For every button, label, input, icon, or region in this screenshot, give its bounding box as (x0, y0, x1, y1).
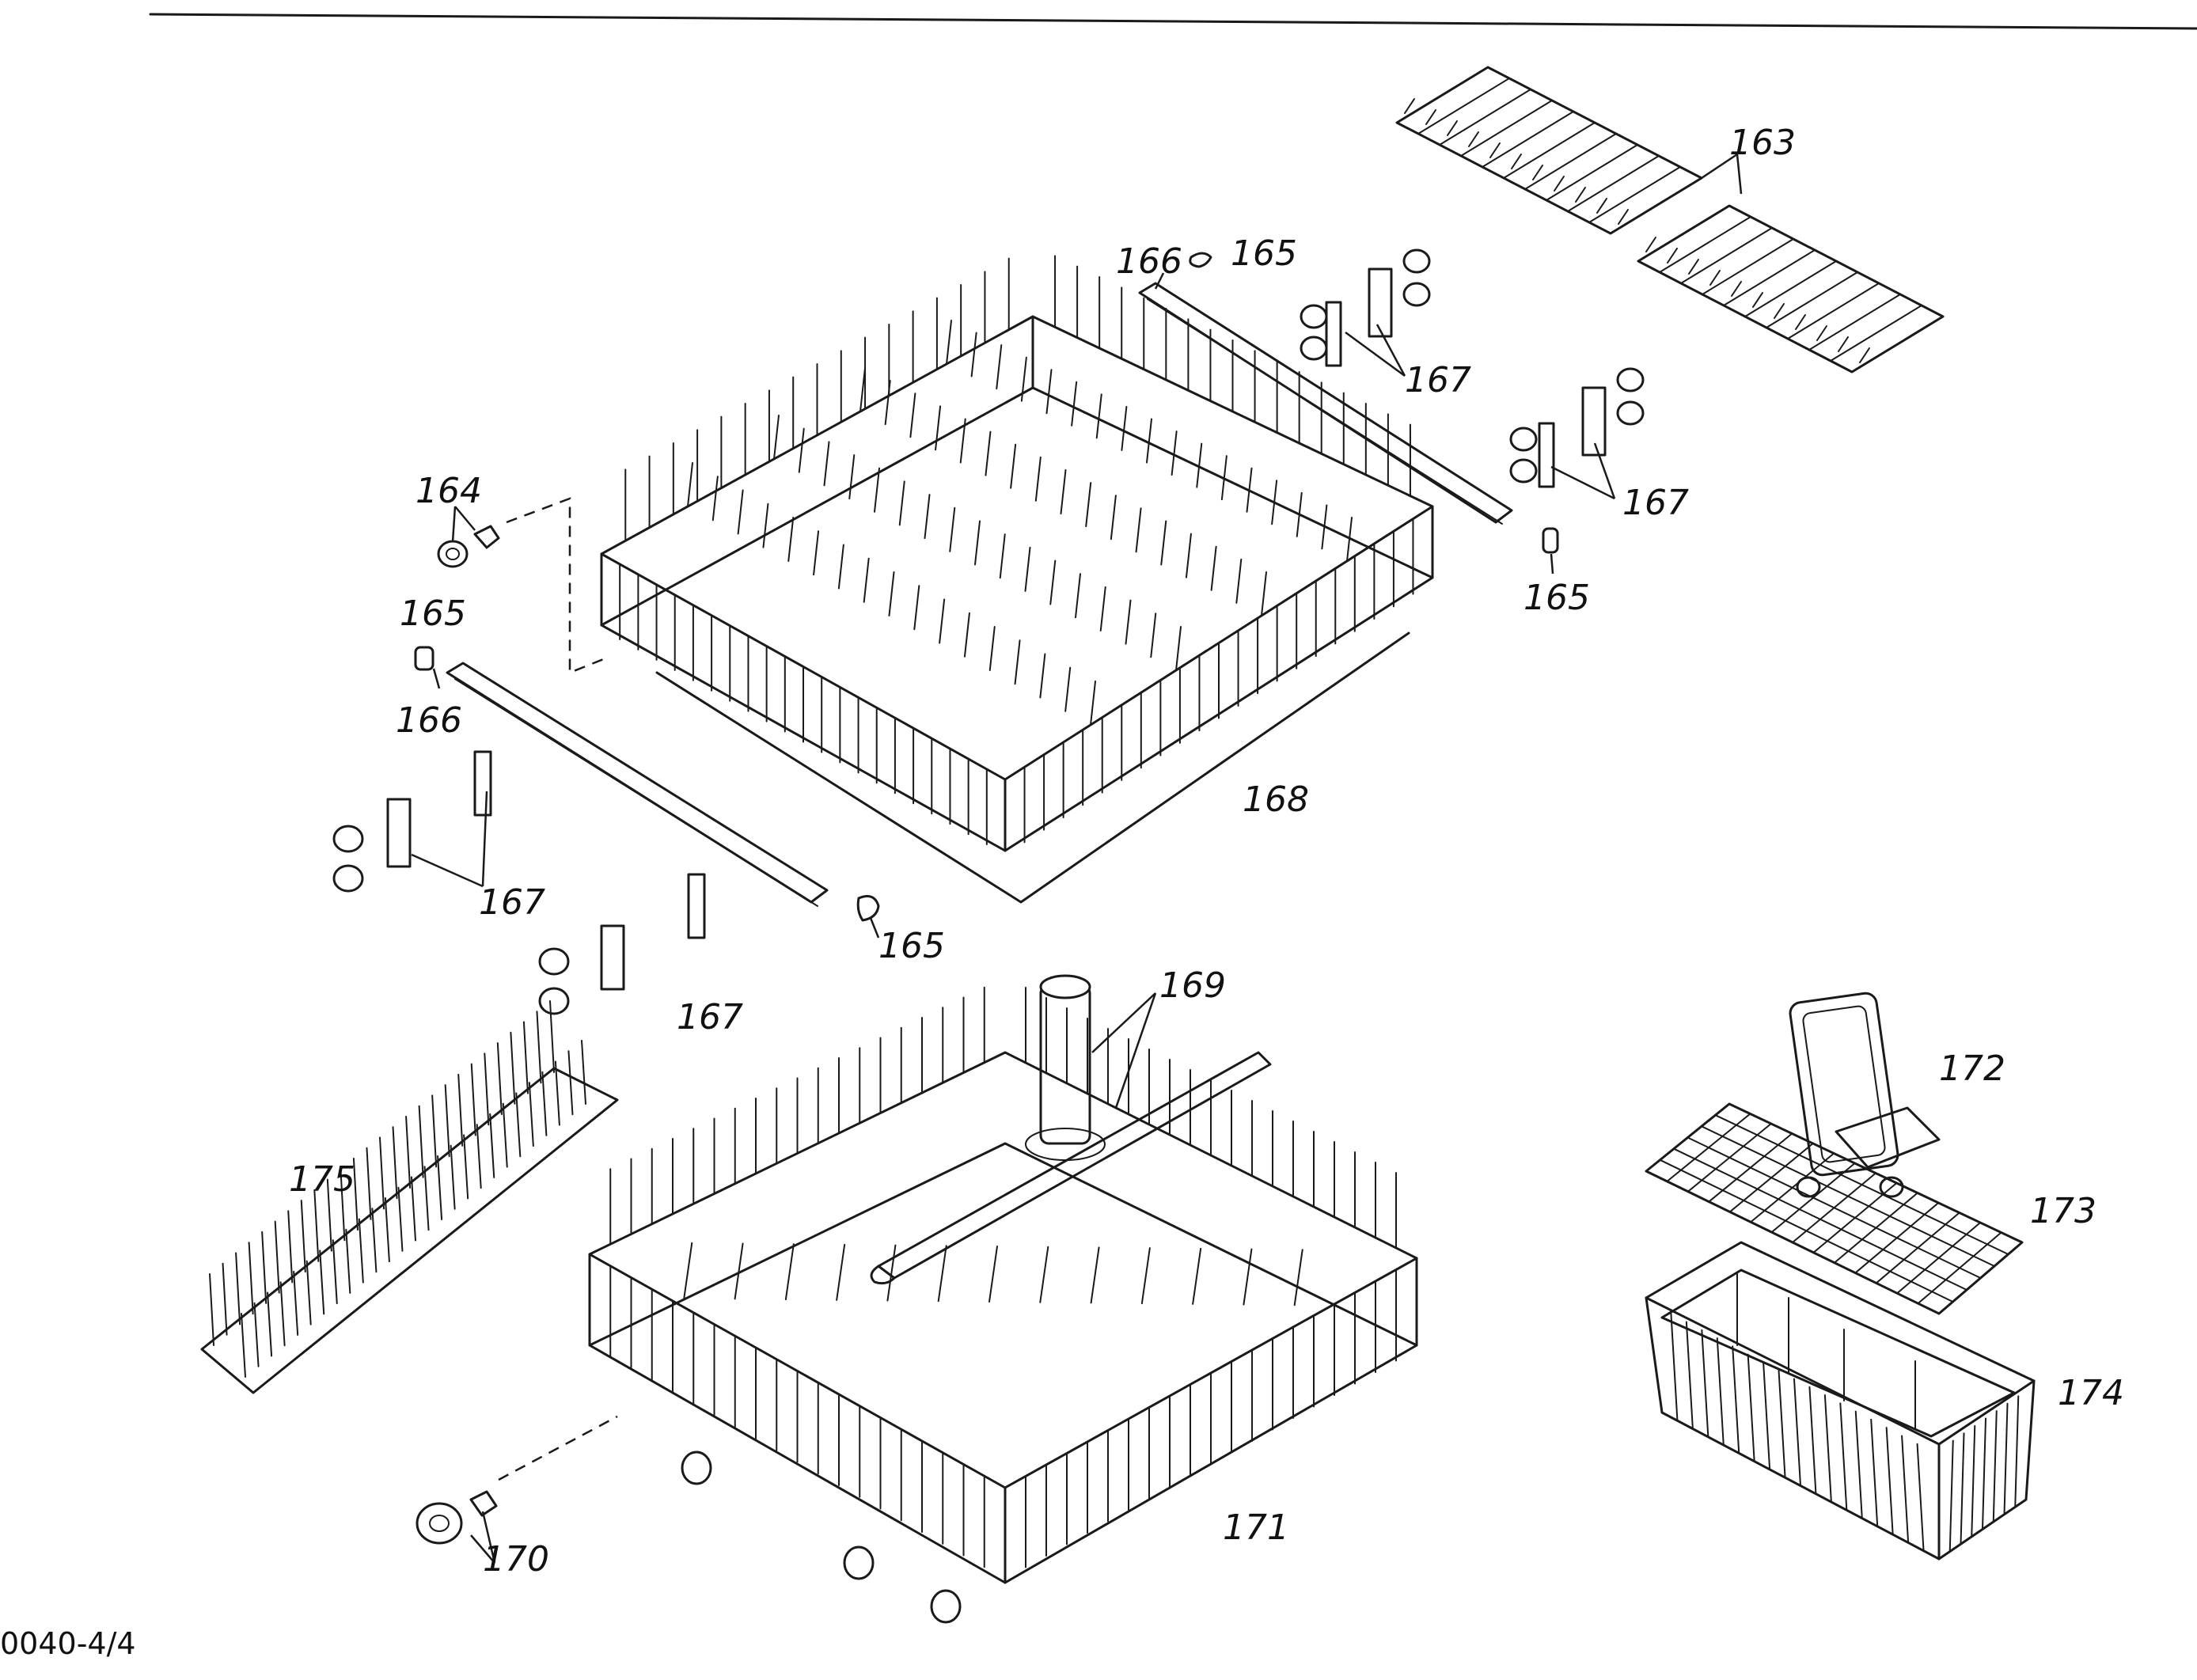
clip-165-a (1189, 252, 1212, 268)
label-167-top-b: 167 (1622, 483, 1689, 523)
lower-basket-171 (588, 986, 1418, 1624)
clip-165-c (414, 646, 434, 671)
label-175: 175 (289, 1159, 355, 1200)
spray-arm-169 (870, 974, 1272, 1285)
tine-insert-175 (200, 1000, 619, 1394)
label-167-top-a: 167 (1405, 360, 1471, 400)
label-169: 169 (1159, 965, 1226, 1006)
label-168: 168 (1243, 779, 1309, 820)
label-164: 164 (415, 471, 482, 511)
label-167-left-a: 167 (479, 882, 545, 923)
rail-166-left (446, 662, 829, 907)
wheel-170 (415, 1415, 618, 1545)
bracket-set-167-c (332, 750, 492, 893)
cutlery-basket-174 (1645, 1241, 2036, 1561)
cup-shelf-163-left (1395, 66, 1703, 235)
clip-165-b (1542, 527, 1559, 554)
clip-165-d (856, 895, 880, 922)
upper-basket-168 (600, 255, 1434, 904)
drawing-number: 0040-4/4 (0, 1626, 136, 1661)
label-163: 163 (1729, 123, 1796, 163)
bracket-set-167-a (1300, 248, 1431, 367)
rail-166-right (1138, 282, 1513, 525)
bracket-set-167-d (538, 873, 706, 1015)
top-border-line (149, 13, 2197, 30)
leader-lines (411, 153, 1743, 1564)
label-166-top: 166 (1116, 241, 1182, 282)
wheel-164 (437, 497, 610, 674)
grid-lid-173 (1645, 1102, 2024, 1315)
label-165-top: 165 (1231, 233, 1297, 274)
label-173: 173 (2030, 1191, 2096, 1231)
label-167-left-b: 167 (677, 997, 743, 1037)
label-165-right: 165 (1523, 578, 1590, 618)
label-171: 171 (1223, 1507, 1289, 1548)
cup-shelf-163-right (1637, 204, 1945, 374)
label-165-bottom: 165 (878, 926, 945, 966)
label-165-left: 165 (400, 593, 466, 634)
label-172: 172 (1939, 1049, 2005, 1089)
label-166-left: 166 (396, 700, 462, 741)
bracket-set-167-b (1509, 367, 1645, 488)
label-170: 170 (483, 1539, 549, 1580)
label-174: 174 (2058, 1373, 2124, 1413)
basket-handle-172 (1789, 992, 1941, 1198)
